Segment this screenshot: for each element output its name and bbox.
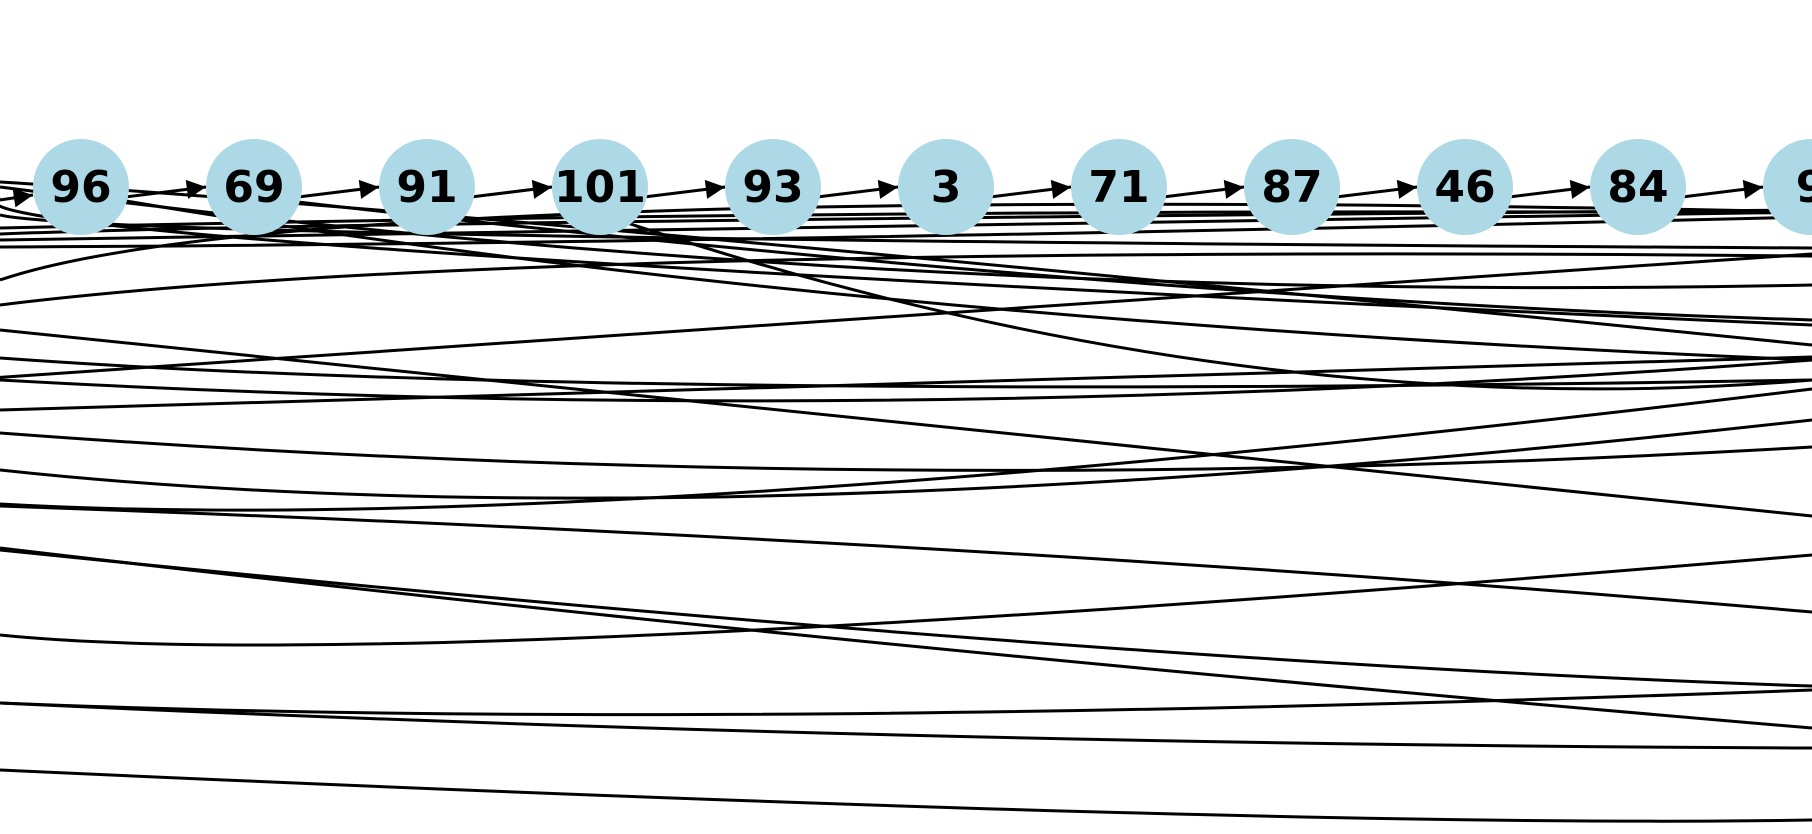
graph-node: 101 <box>552 139 648 235</box>
chain-edge-arrow <box>816 179 899 199</box>
graph-node-circle <box>725 139 821 235</box>
graph-edge <box>0 431 1812 472</box>
graph-node: 96 <box>33 139 129 235</box>
edge-group <box>0 180 1812 823</box>
graph-edge <box>0 418 1812 500</box>
chain-edge-arrow <box>297 179 380 199</box>
chain-edge-arrow <box>1681 179 1764 199</box>
chain-edge-arrow <box>1335 179 1418 199</box>
graph-node-label: 69 <box>223 162 284 213</box>
chain-edge-arrow <box>643 179 726 199</box>
graph-node-label: 87 <box>1261 162 1322 213</box>
graph-node: 93 <box>725 139 821 235</box>
graph-node: 91 <box>379 139 475 235</box>
chain-edge-arrow <box>470 179 553 199</box>
graph-edge <box>0 252 1812 307</box>
graph-node-circle <box>1071 139 1167 235</box>
graph-node: 46 <box>1417 139 1513 235</box>
graph-node-label: 93 <box>742 162 803 213</box>
chain-edge-arrow <box>124 179 207 199</box>
graph-edge <box>0 197 1812 327</box>
node-group: 96 69 91 101 93 3 71 87 46 84 9 <box>33 139 1812 235</box>
graph-node-circle <box>379 139 475 235</box>
graph-edge <box>279 198 1812 322</box>
graph-edge <box>0 355 1812 412</box>
chain-edge-arrow <box>989 179 1072 199</box>
graph-node: 84 <box>1590 139 1686 235</box>
graph-edge <box>0 553 1812 647</box>
graph-edge <box>0 768 1812 823</box>
graph-edge <box>0 548 1812 688</box>
graph-node-label: 91 <box>396 162 457 213</box>
graph-node: 71 <box>1071 139 1167 235</box>
graph-node: 87 <box>1244 139 1340 235</box>
graph-node-circle <box>33 139 129 235</box>
graph-node-circle <box>898 139 994 235</box>
graph-node-circle <box>1417 139 1513 235</box>
graph-node-circle <box>552 139 648 235</box>
graph-node: 3 <box>898 139 994 235</box>
graph-node-circle <box>206 139 302 235</box>
graph-edge <box>0 504 1812 614</box>
graph-edge <box>0 387 1812 512</box>
chain-edge-arrow <box>0 188 34 208</box>
graph-node-label: 9 <box>1796 162 1812 213</box>
graph-edge <box>0 180 1812 347</box>
graph-node-label: 46 <box>1434 162 1495 213</box>
graph-node-label: 84 <box>1607 162 1668 213</box>
graph-node-circle <box>1244 139 1340 235</box>
graph-edge <box>0 358 1812 403</box>
graph-node-circle <box>1763 139 1812 235</box>
graph-edge <box>0 546 1812 730</box>
graph-edge <box>0 688 1812 717</box>
chain-edge-group <box>0 179 1764 208</box>
graph-node: 69 <box>206 139 302 235</box>
chain-edge-arrow <box>1162 179 1245 199</box>
chain-edge-arrow <box>1508 179 1591 199</box>
graph-node-label: 96 <box>50 162 111 213</box>
graph-node-circle <box>1590 139 1686 235</box>
graph-node-label: 71 <box>1088 162 1149 213</box>
graph-node-label: 101 <box>554 162 646 213</box>
graph-edge <box>559 198 1812 391</box>
graph-node: 9 <box>1763 139 1812 235</box>
graph-edge <box>119 198 1812 362</box>
graph-node-label: 3 <box>931 162 962 213</box>
graph-edge <box>0 701 1812 750</box>
